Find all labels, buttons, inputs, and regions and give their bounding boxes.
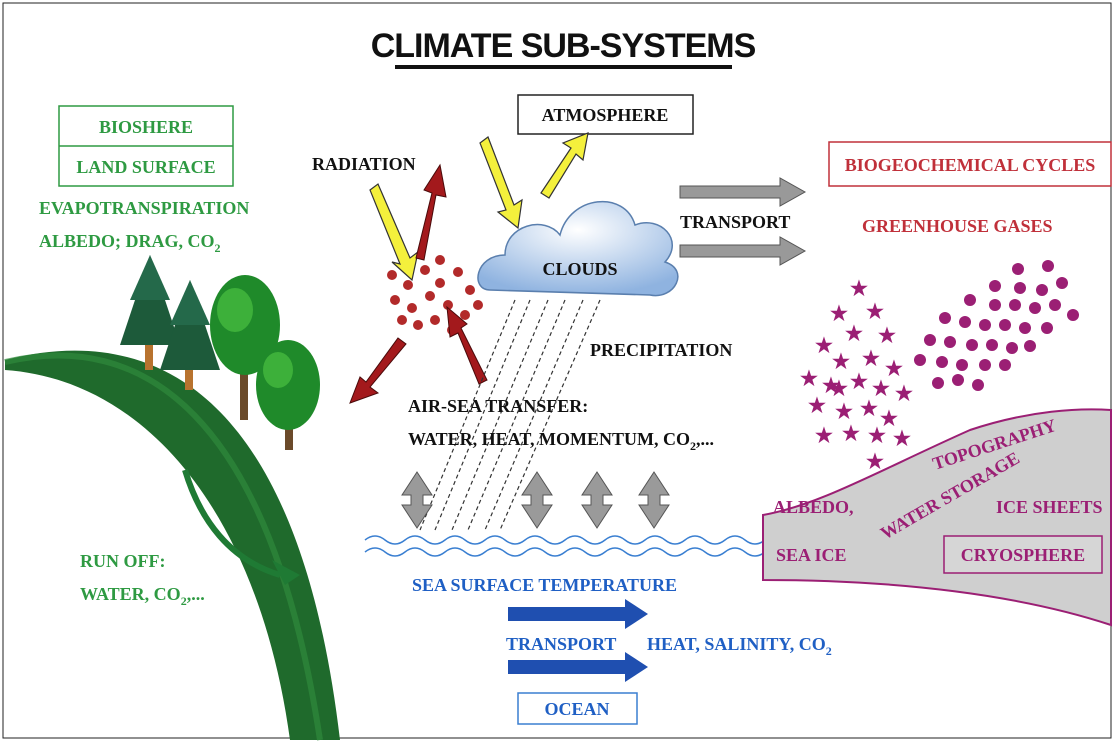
svg-text:★: ★ bbox=[850, 371, 868, 393]
svg-text:★: ★ bbox=[895, 383, 913, 405]
run-off-label: RUN OFF: bbox=[80, 551, 165, 571]
diagram-title: CLIMATE SUB-SYSTEMS bbox=[371, 27, 756, 65]
svg-text:★: ★ bbox=[842, 423, 860, 445]
air-sea-transfer-label: AIR-SEA TRANSFER: bbox=[408, 396, 588, 416]
bioshere-land-box: BIOSHERE LAND SURFACE bbox=[58, 105, 234, 187]
sea-ice-label: SEA ICE bbox=[776, 545, 847, 565]
ocean-box: OCEAN bbox=[517, 692, 638, 725]
clouds-label: CLOUDS bbox=[542, 259, 617, 279]
svg-text:★: ★ bbox=[868, 425, 886, 447]
svg-text:★: ★ bbox=[830, 378, 848, 400]
solar-arrows-icon bbox=[369, 132, 589, 282]
biogeochemical-box: BIOGEOCHEMICAL CYCLES bbox=[828, 141, 1112, 187]
svg-text:★: ★ bbox=[885, 358, 903, 380]
svg-text:★: ★ bbox=[822, 375, 840, 397]
svg-text:★: ★ bbox=[893, 428, 911, 450]
svg-text:★: ★ bbox=[872, 378, 890, 400]
greenhouse-stars-icon: ★★★ ★★★ ★★★ ★★★ ★★★ ★★★ ★★★ ★★★ bbox=[800, 278, 913, 473]
radiation-particles-icon bbox=[387, 255, 483, 335]
svg-text:★: ★ bbox=[850, 278, 868, 300]
svg-text:★: ★ bbox=[835, 401, 853, 423]
sea-surface-temperature-label: SEA SURFACE TEMPERATURE bbox=[412, 575, 677, 595]
air-sea-components-label: WATER, HEAT, MOMENTUM, CO2,... bbox=[408, 429, 714, 453]
bioshere-label: BIOSHERE bbox=[99, 117, 193, 137]
clouds-icon: CLOUDS bbox=[477, 200, 679, 297]
cryosphere-label: CRYOSPHERE bbox=[961, 545, 1085, 565]
svg-text:★: ★ bbox=[845, 323, 863, 345]
svg-text:★: ★ bbox=[866, 451, 884, 473]
ocean-transport-label: TRANSPORT bbox=[506, 634, 616, 654]
svg-text:★: ★ bbox=[862, 348, 880, 370]
albedo-drag-label: ALBEDO; DRAG, CO2 bbox=[39, 231, 221, 255]
svg-text:★: ★ bbox=[808, 395, 826, 417]
ocean-label: OCEAN bbox=[544, 699, 609, 719]
runoff-arrow-icon bbox=[182, 469, 300, 585]
atmosphere-transport-arrows-icon bbox=[679, 177, 807, 266]
svg-text:★: ★ bbox=[830, 303, 848, 325]
greenhouse-gases-label: GREENHOUSE GASES bbox=[862, 216, 1053, 236]
precipitation-label: PRECIPITATION bbox=[590, 340, 732, 360]
svg-text:★: ★ bbox=[860, 398, 878, 420]
atmosphere-box: ATMOSPHERE bbox=[517, 94, 694, 135]
trees-icon bbox=[120, 255, 320, 450]
atmosphere-transport-label: TRANSPORT bbox=[680, 212, 790, 232]
biogeochemical-label: BIOGEOCHEMICAL CYCLES bbox=[845, 155, 1096, 175]
svg-text:★: ★ bbox=[832, 351, 850, 373]
svg-text:★: ★ bbox=[878, 325, 896, 347]
title-underline bbox=[395, 65, 732, 69]
ocean-transport-arrows-icon bbox=[508, 599, 648, 682]
ocean-waves-icon bbox=[364, 535, 766, 557]
greenhouse-dots-icon bbox=[914, 260, 1079, 391]
svg-text:★: ★ bbox=[880, 408, 898, 430]
air-sea-exchange-arrows-icon bbox=[401, 471, 670, 529]
svg-text:★: ★ bbox=[815, 335, 833, 357]
svg-text:★: ★ bbox=[800, 368, 818, 390]
radiation-label: RADIATION bbox=[312, 154, 416, 174]
red-radiation-arrows-icon bbox=[349, 163, 488, 404]
svg-text:★: ★ bbox=[815, 425, 833, 447]
albedo-label: ALBEDO, bbox=[773, 497, 854, 517]
run-off-water-label: WATER, CO2,... bbox=[80, 584, 205, 608]
heat-salinity-label: HEAT, SALINITY, CO2 bbox=[647, 634, 832, 658]
earth-highlight bbox=[4, 352, 323, 741]
atmosphere-label: ATMOSPHERE bbox=[542, 105, 669, 125]
cryosphere-box: CRYOSPHERE bbox=[943, 535, 1103, 574]
svg-text:★: ★ bbox=[866, 301, 884, 323]
ice-sheets-label: ICE SHEETS bbox=[996, 497, 1103, 517]
land-surface-label: LAND SURFACE bbox=[76, 157, 215, 177]
evapotranspiration-label: EVAPOTRANSPIRATION bbox=[39, 198, 249, 218]
